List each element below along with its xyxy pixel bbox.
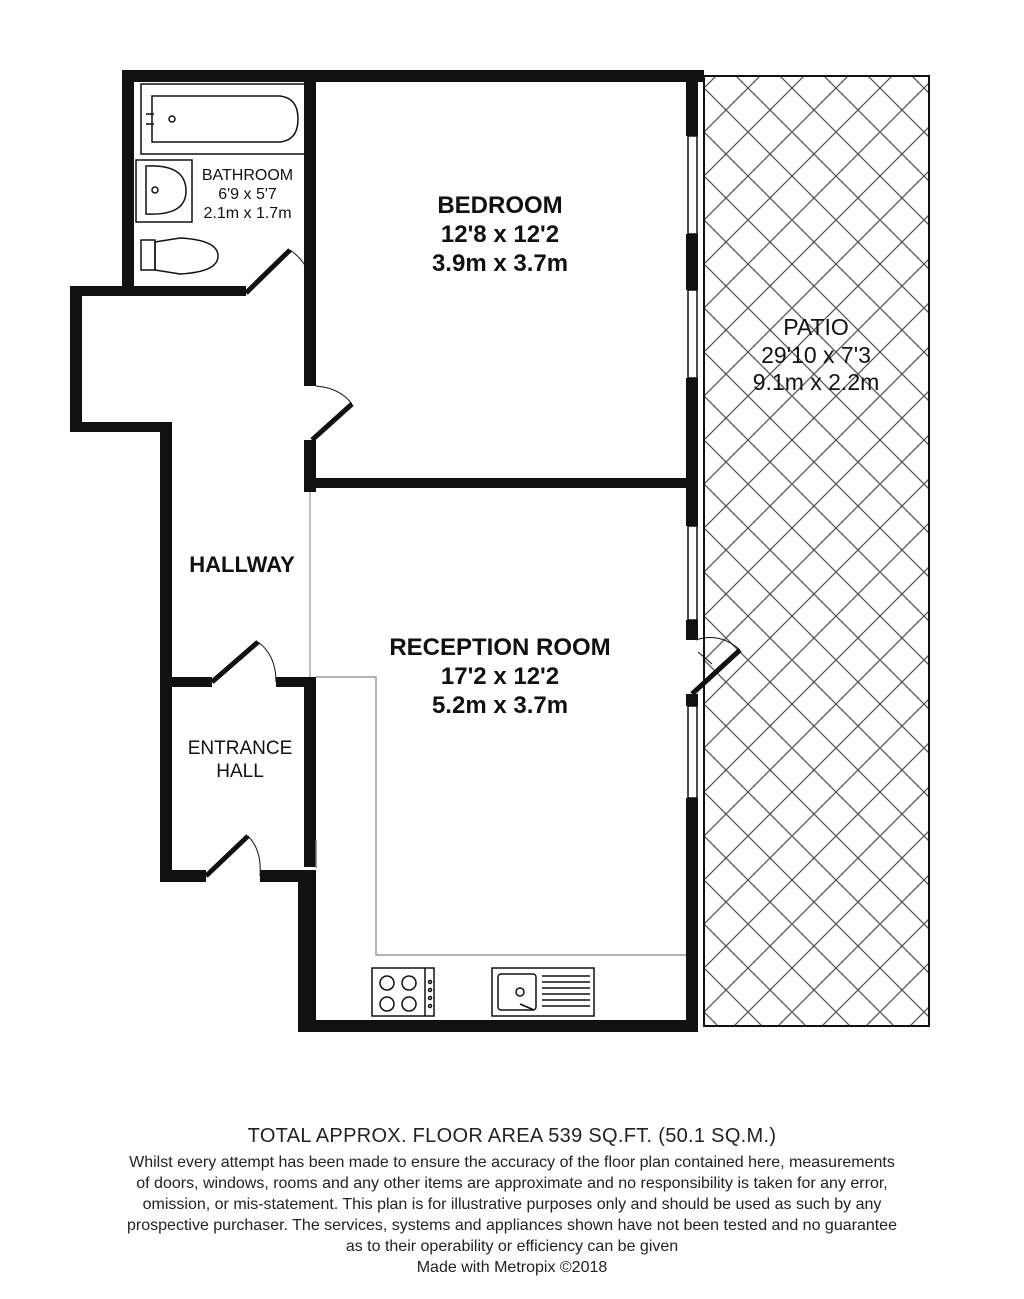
disclaimer-line: omission, or mis-statement. This plan is… <box>142 1196 882 1213</box>
bathroom-name: BATHROOM <box>201 167 294 184</box>
entrance-hall-label: ENTRANCE HALL <box>172 738 308 784</box>
bedroom-metric: 3.9m x 3.7m <box>431 249 569 277</box>
entrance-line1: ENTRANCE <box>187 738 293 759</box>
bathtub-icon <box>140 83 306 155</box>
disclaimer-line: prospective purchaser. The services, sys… <box>127 1217 897 1234</box>
bedroom-name: BEDROOM <box>437 192 563 219</box>
patio-label: PATIO 29'10 x 7'3 9.1m x 2.2m <box>716 314 916 397</box>
disclaimer-line: of doors, windows, rooms and any other i… <box>136 1175 888 1192</box>
basin-icon <box>135 159 193 223</box>
windows <box>687 135 698 799</box>
bathroom-metric: 2.1m x 1.7m <box>203 205 292 223</box>
kitchen-counter <box>316 676 688 956</box>
disclaimer: Whilst every attempt has been made to en… <box>40 1152 984 1257</box>
doors <box>204 248 742 878</box>
bedroom-imperial: 12'8 x 12'2 <box>440 220 560 248</box>
kitchen-sink-icon <box>491 967 595 1017</box>
floor-plan <box>70 70 930 1032</box>
bedroom-label: BEDROOM 12'8 x 12'2 3.9m x 3.7m <box>400 192 600 278</box>
reception-name: RECEPTION ROOM <box>389 634 611 661</box>
bathroom-imperial: 6'9 x 5'7 <box>218 186 277 204</box>
total-floor-area: TOTAL APPROX. FLOOR AREA 539 SQ.FT. (50.… <box>247 1125 777 1147</box>
patio-imperial: 29'10 x 7'3 <box>761 341 871 368</box>
bathroom-label: BATHROOM 6'9 x 5'7 2.1m x 1.7m <box>185 166 310 224</box>
hob-icon <box>371 967 435 1017</box>
disclaimer-line: Whilst every attempt has been made to en… <box>129 1154 895 1171</box>
disclaimer-line: as to their operability or efficiency ca… <box>345 1238 679 1255</box>
reception-label: RECEPTION ROOM 17'2 x 12'2 5.2m x 3.7m <box>360 634 640 720</box>
hallway-label: HALLWAY <box>172 552 312 578</box>
made-with-credit: Made with Metropix ©2018 <box>416 1259 608 1276</box>
patio-metric: 9.1m x 2.2m <box>752 369 880 396</box>
walls <box>70 70 704 1032</box>
footer: TOTAL APPROX. FLOOR AREA 539 SQ.FT. (50.… <box>40 1125 984 1278</box>
hallway-name: HALLWAY <box>189 552 295 577</box>
reception-metric: 5.2m x 3.7m <box>431 691 569 719</box>
patio-area <box>703 75 930 1027</box>
patio-name: PATIO <box>783 314 849 340</box>
entrance-line2: HALL <box>216 760 264 782</box>
toilet-icon <box>140 237 219 275</box>
reception-imperial: 17'2 x 12'2 <box>440 662 560 690</box>
